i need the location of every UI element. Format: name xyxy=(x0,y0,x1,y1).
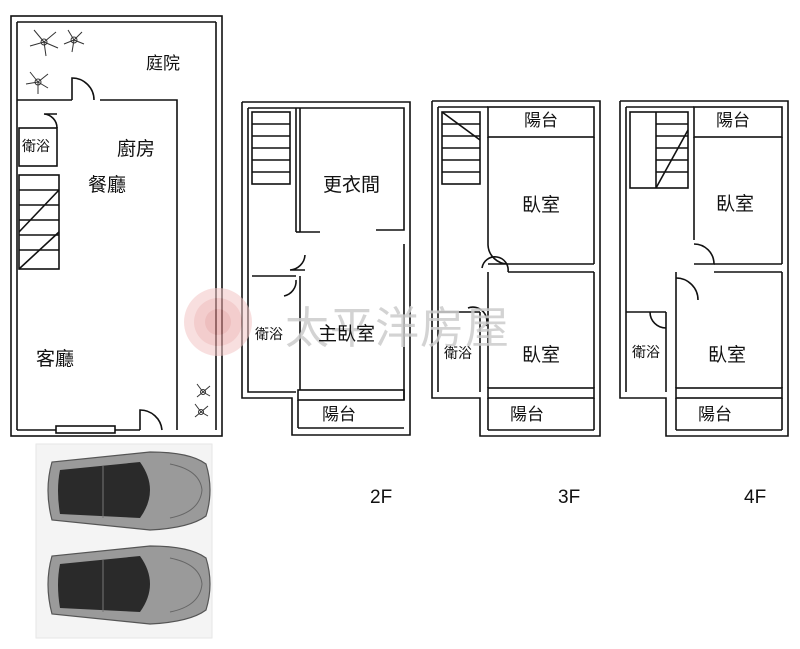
label-dining: 餐廳 xyxy=(88,174,127,196)
label-3f-bedroom-top: 臥室 xyxy=(522,194,561,216)
label-1f-bathroom: 衛浴 xyxy=(22,139,50,155)
label-2f-bathroom: 衛浴 xyxy=(255,327,283,343)
label-3f-bathroom: 衛浴 xyxy=(444,346,472,362)
label-4f-bedroom-bottom: 臥室 xyxy=(708,344,747,366)
label-4f-bedroom-top: 臥室 xyxy=(716,193,755,215)
label-3f-bedroom-bottom: 臥室 xyxy=(522,344,561,366)
label-2f-balcony: 陽台 xyxy=(322,405,356,425)
floor1-walls xyxy=(10,15,223,437)
label-3f-balcony-top: 陽台 xyxy=(524,111,558,131)
label-kitchen: 廚房 xyxy=(117,138,156,160)
label-closet: 更衣間 xyxy=(323,174,381,196)
car-icon xyxy=(47,451,211,531)
label-4f-balcony-bottom: 陽台 xyxy=(698,405,732,425)
watermark-text: 太平洋房屋 xyxy=(285,303,510,354)
parking-cars-illustration xyxy=(35,443,213,639)
label-courtyard: 庭院 xyxy=(146,54,180,74)
watermark-logo-icon xyxy=(184,288,252,356)
floor-label-2f: 2F xyxy=(370,487,393,508)
floor-label-4f: 4F xyxy=(744,487,767,508)
label-master-bedroom: 主臥室 xyxy=(318,323,376,345)
floor4-walls xyxy=(619,100,789,437)
floor2-walls xyxy=(241,101,411,436)
label-4f-bathroom: 衛浴 xyxy=(632,345,660,361)
label-4f-balcony-top: 陽台 xyxy=(716,111,750,131)
label-living: 客廳 xyxy=(36,348,75,370)
floor3-walls xyxy=(431,100,601,437)
car-icon xyxy=(47,545,211,625)
floor-label-3f: 3F xyxy=(558,487,581,508)
label-3f-balcony-bottom: 陽台 xyxy=(510,405,544,425)
